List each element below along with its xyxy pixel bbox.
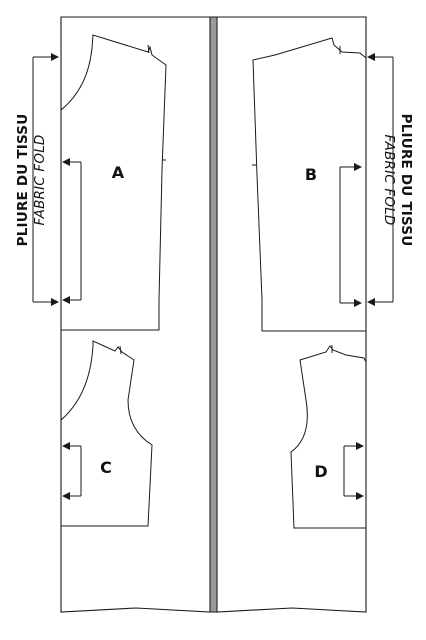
fold-label-left-line1: PLIURE DU TISSU <box>15 114 31 247</box>
fabric-fold-indicator-right <box>367 53 394 306</box>
fold-label-right: PLIURE DU TISSU FABRIC FOLD <box>381 114 414 247</box>
fold-label-left: PLIURE DU TISSU FABRIC FOLD <box>15 114 48 247</box>
fabric-panel-right <box>216 16 367 613</box>
fabric-panel-left <box>60 16 211 613</box>
pattern-piece-c: C <box>60 340 153 527</box>
pattern-piece-b: B <box>252 37 367 332</box>
piece-label-d: D <box>314 462 327 481</box>
center-gap-strip <box>209 16 218 613</box>
grain-arrow-c <box>62 442 82 500</box>
fold-label-right-line2: FABRIC FOLD <box>381 134 397 225</box>
grain-arrow-a <box>62 158 82 304</box>
fold-label-right-line1: PLIURE DU TISSU <box>398 114 414 247</box>
fold-label-left-line2: FABRIC FOLD <box>32 134 48 225</box>
piece-label-b: B <box>305 165 317 184</box>
piece-label-a: A <box>112 163 125 182</box>
pattern-piece-d: D <box>290 345 367 529</box>
grain-arrow-d <box>343 442 364 500</box>
fabric-fold-indicator-left <box>32 53 59 306</box>
grain-arrow-b <box>339 163 362 307</box>
pattern-piece-a: A <box>60 34 167 331</box>
piece-label-c: C <box>100 458 112 477</box>
